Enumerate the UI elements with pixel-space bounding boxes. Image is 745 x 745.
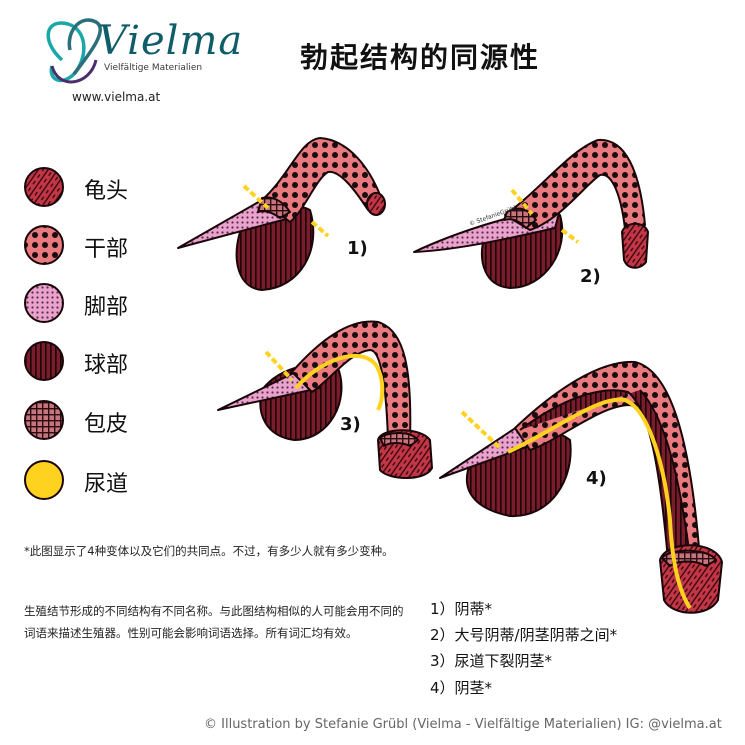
v1-urethra-bottom [310,220,330,238]
logo-brand: Vielma [98,18,244,64]
credit-line: © Illustration by Stefanie Grübl (Vielma… [204,717,722,732]
variant-1-label: 1) [347,238,368,259]
logo-subtitle: Vielfältige Materialien [104,63,203,73]
legend-swatch-urethra [24,460,64,500]
variant-4-illustration [439,360,723,614]
legend-swatch-hood [24,400,64,440]
note-terminology: 生殖结节形成的不同结构有不同名称。与此图结构相似的人可能会用不同的词语来描述生殖… [24,604,404,640]
legend-swatch-crura [24,283,64,323]
variant-3-label: 3) [340,414,361,435]
legend-swatches [24,167,64,500]
legend-swatch-glans [24,167,64,207]
v2-glans [621,222,649,269]
variant-2-label: 2) [580,266,601,287]
logo-loop-right [67,18,102,76]
variant-1-illustration [177,137,386,291]
legend-label-crura: 脚部 [84,295,129,320]
legend-label-urethra: 尿道 [84,472,129,497]
v1-urethra-top [242,184,270,210]
page-title: 勃起结构的同源性 [300,41,541,74]
v3-urethra [294,354,385,411]
v4-urethra [507,397,692,610]
variant-4-label: 4) [586,468,607,489]
v2-hood [503,207,537,229]
legend-label-glans: 龟头 [84,179,129,204]
legend-swatch-bulb [24,341,64,381]
logo-loop-bottom [50,59,98,84]
legend-label-shaft: 干部 [84,237,129,262]
v3-urethra-top [264,350,294,382]
list-item-2: 2）大号阴蒂/阴茎阴蒂之间* [430,626,618,644]
logo-loop-left [46,21,86,83]
note-variants: *此图显示了4种变体以及它们的共同点。不过，有多少人就有多少变种。 [24,544,394,558]
variant-2-illustration [413,138,649,289]
v3-hood [379,432,419,447]
logo-url: www.vielma.at [72,90,161,104]
v2-urethra-bottom [560,228,580,244]
v1-hood [257,196,291,219]
list-item-4: 4）阴茎* [430,679,493,697]
v2-shaft [504,138,646,239]
v1-glans [366,192,386,216]
legend-swatch-shaft [24,225,64,265]
legend-label-bulb: 球部 [84,353,129,378]
variant-3-illustration [217,320,433,479]
list-item-3: 3）尿道下裂阴茎* [430,652,553,670]
list-item-1: 1）阴蒂* [430,600,493,618]
logo-mark [46,18,102,84]
legend-label-hood: 包皮 [84,412,129,437]
v2-urethra-top [510,188,534,216]
